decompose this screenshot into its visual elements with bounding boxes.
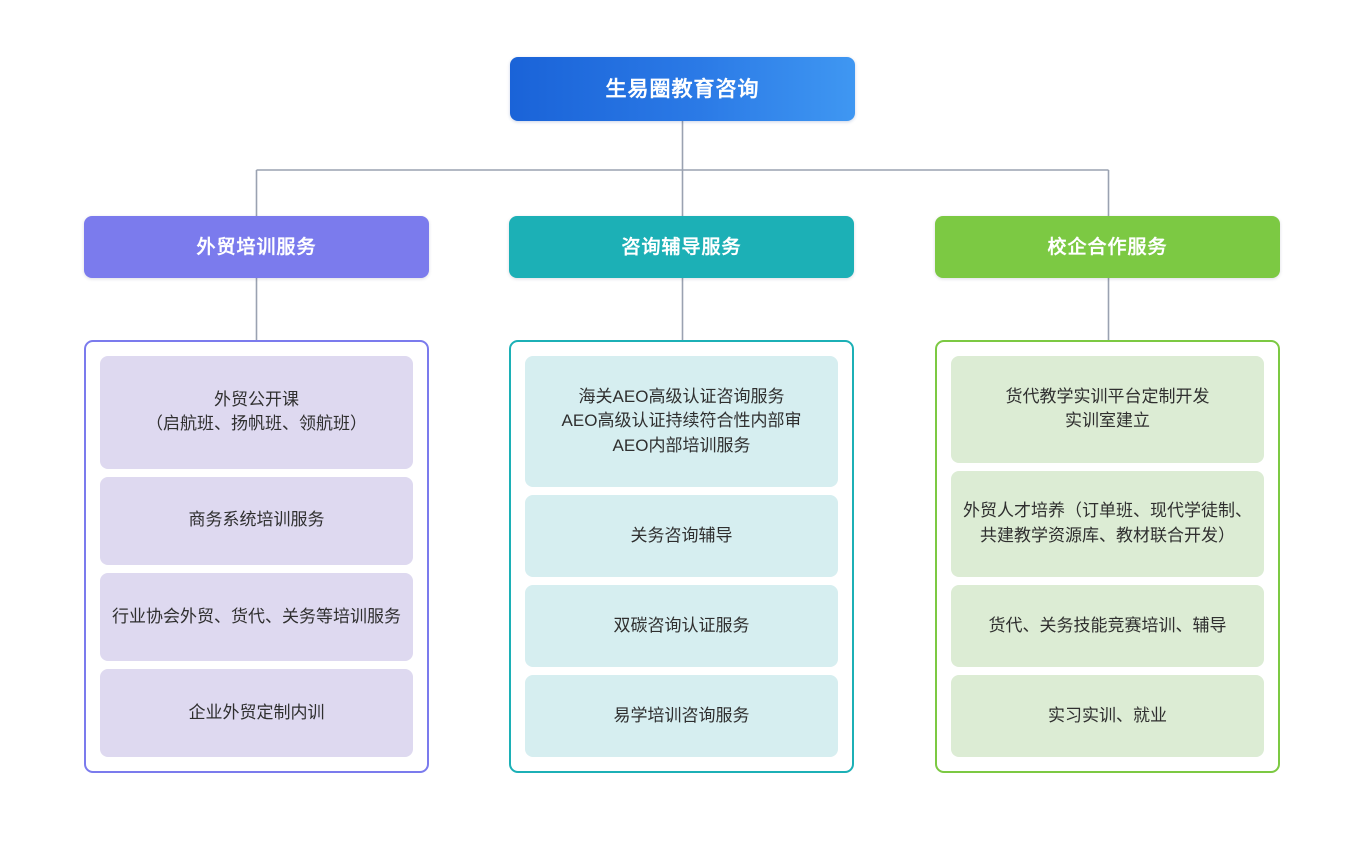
branch-column-1: 外贸培训服务 外贸公开课 （启航班、扬帆班、领航班） 商务系统培训服务 行业协会…	[84, 216, 429, 773]
list-item-label: 海关AEO高级认证咨询服务 AEO高级认证持续符合性内部审 AEO内部培训服务	[561, 386, 802, 455]
branch-header-2[interactable]: 咨询辅导服务	[509, 216, 854, 278]
list-item-label: 外贸人才培养（订单班、现代学徒制、共建教学资源库、教材联合开发）	[963, 501, 1252, 545]
root-node[interactable]: 生易圈教育咨询	[510, 57, 855, 121]
branch-column-3: 校企合作服务 货代教学实训平台定制开发 实训室建立 外贸人才培养（订单班、现代学…	[935, 216, 1280, 773]
list-item[interactable]: 商务系统培训服务	[100, 476, 413, 565]
branch-items-box-2: 海关AEO高级认证咨询服务 AEO高级认证持续符合性内部审 AEO内部培训服务 …	[509, 340, 854, 773]
list-item[interactable]: 海关AEO高级认证咨询服务 AEO高级认证持续符合性内部审 AEO内部培训服务	[525, 356, 838, 488]
list-item[interactable]: 货代、关务技能竞赛培训、辅导	[951, 585, 1264, 668]
list-item[interactable]: 外贸人才培养（订单班、现代学徒制、共建教学资源库、教材联合开发）	[951, 470, 1264, 578]
list-item-label: 货代、关务技能竞赛培训、辅导	[988, 615, 1227, 635]
list-item-label: 货代教学实训平台定制开发 实训室建立	[1005, 386, 1210, 431]
list-item[interactable]: 企业外贸定制内训	[100, 668, 413, 758]
list-item[interactable]: 外贸公开课 （启航班、扬帆班、领航班）	[100, 356, 413, 469]
list-item[interactable]: 关务咨询辅导	[525, 495, 838, 578]
branch-column-2: 咨询辅导服务 海关AEO高级认证咨询服务 AEO高级认证持续符合性内部审 AEO…	[509, 216, 854, 773]
list-item-label: 商务系统培训服务	[188, 510, 325, 530]
list-item[interactable]: 货代教学实训平台定制开发 实训室建立	[951, 356, 1264, 463]
list-item-label: 双碳咨询认证服务	[613, 615, 750, 635]
list-item-label: 行业协会外贸、货代、关务等培训服务	[112, 606, 401, 626]
branch-items-box-3: 货代教学实训平台定制开发 实训室建立 外贸人才培养（订单班、现代学徒制、共建教学…	[935, 340, 1280, 773]
branch-header-3-label: 校企合作服务	[1047, 236, 1168, 258]
list-item-label: 关务咨询辅导	[630, 525, 733, 545]
list-item[interactable]: 实习实训、就业	[951, 675, 1264, 758]
branch-header-3[interactable]: 校企合作服务	[935, 216, 1280, 278]
list-item-label: 实习实训、就业	[1048, 705, 1167, 725]
branch-items-box-1: 外贸公开课 （启航班、扬帆班、领航班） 商务系统培训服务 行业协会外贸、货代、关…	[84, 340, 429, 773]
list-item[interactable]: 行业协会外贸、货代、关务等培训服务	[100, 572, 413, 661]
list-item[interactable]: 双碳咨询认证服务	[525, 585, 838, 668]
list-item-label: 外贸公开课 （启航班、扬帆班、领航班）	[146, 389, 367, 434]
branch-header-1[interactable]: 外贸培训服务	[84, 216, 429, 278]
root-node-label: 生易圈教育咨询	[605, 77, 760, 101]
branch-header-1-label: 外贸培训服务	[196, 236, 317, 258]
list-item[interactable]: 易学培训咨询服务	[525, 675, 838, 758]
list-item-label: 易学培训咨询服务	[613, 705, 750, 725]
list-item-label: 企业外贸定制内训	[188, 702, 325, 722]
branch-header-2-label: 咨询辅导服务	[621, 236, 742, 258]
